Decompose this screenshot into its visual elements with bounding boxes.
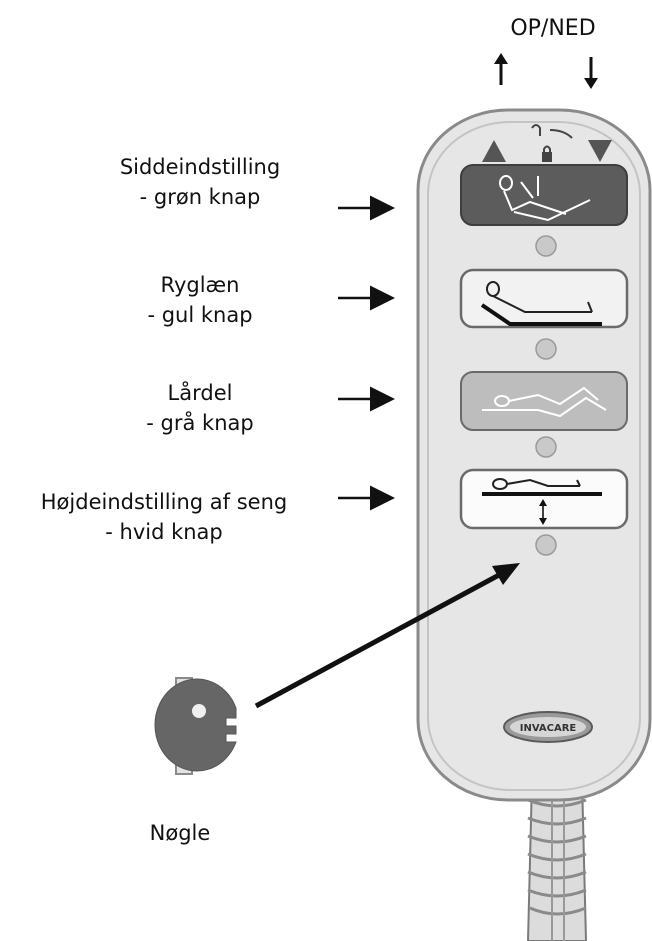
seat-adjust-button[interactable] (461, 165, 627, 225)
button-indicator-led (536, 535, 556, 555)
backrest-button[interactable] (461, 270, 627, 327)
button-indicator-led (536, 339, 556, 359)
button-indicator-led (536, 437, 556, 457)
brand-text: INVACARE (520, 723, 577, 734)
key-icon[interactable] (155, 678, 236, 774)
thigh-section-button[interactable] (461, 372, 627, 430)
bed-height-button[interactable] (461, 470, 627, 528)
brand-logo: INVACARE (504, 712, 592, 742)
remote-cable (528, 780, 586, 941)
button-indicator-led (536, 236, 556, 256)
